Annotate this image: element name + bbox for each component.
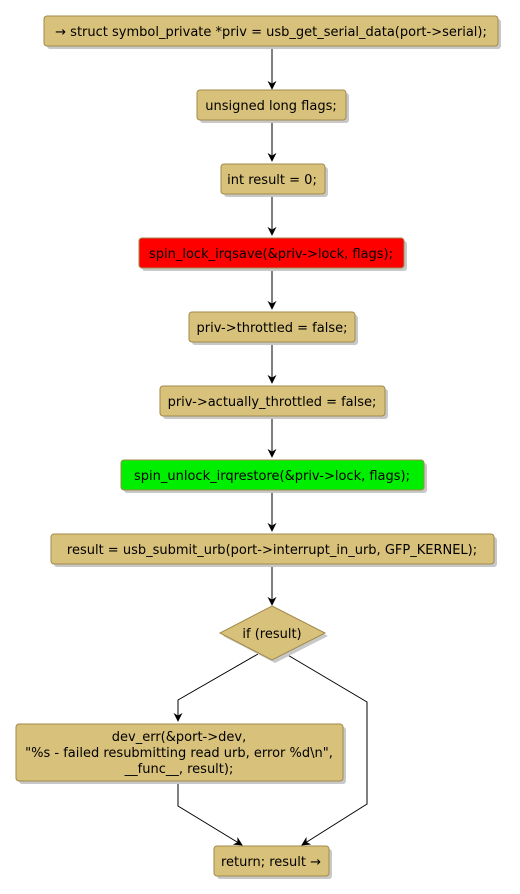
node-n11: return; result → xyxy=(213,845,332,879)
node-n1-label: → struct symbol_private *priv = usb_get_… xyxy=(55,25,487,40)
node-n3-label: int result = 0; xyxy=(227,173,317,188)
node-n2: unsigned long flags; xyxy=(196,89,349,123)
edge-n9-n11 xyxy=(285,653,368,846)
node-n1: → struct symbol_private *priv = usb_get_… xyxy=(43,15,501,49)
node-n6: priv->actually_throttled = false; xyxy=(159,385,388,419)
node-n9-label: if (result) xyxy=(242,627,301,642)
node-n10: dev_err(&port->dev, "%s - failed resubmi… xyxy=(15,723,346,784)
node-n10-line-3: __func__, result); xyxy=(124,762,234,777)
node-n11-label: return; result → xyxy=(221,855,321,870)
node-n10-line-2: "%s - failed resubmitting read urb, erro… xyxy=(25,746,333,761)
edge-n9-n10 xyxy=(173,653,259,722)
node-n7: spin_unlock_irqrestore(&priv->lock, flag… xyxy=(120,459,427,493)
node-n9-decision: if (result) xyxy=(218,605,328,663)
node-n7-label: spin_unlock_irqrestore(&priv->lock, flag… xyxy=(134,469,410,484)
node-n5: priv->throttled = false; xyxy=(188,311,358,345)
node-n8: result = usb_submit_urb(port->interrupt_… xyxy=(50,533,497,567)
node-n8-label: result = usb_submit_urb(port->interrupt_… xyxy=(67,543,477,558)
node-n4-label: spin_lock_irqsave(&priv->lock, flags); xyxy=(149,247,393,262)
node-n2-label: unsigned long flags; xyxy=(205,99,337,114)
edge-n10-n11 xyxy=(177,780,243,846)
node-n5-label: priv->throttled = false; xyxy=(196,321,347,336)
node-n10-line-1: dev_err(&port->dev, xyxy=(112,730,246,745)
node-n6-label: priv->actually_throttled = false; xyxy=(168,395,377,410)
edges xyxy=(173,46,368,846)
node-n3: int result = 0; xyxy=(220,163,328,197)
node-n4: spin_lock_irqsave(&priv->lock, flags); xyxy=(138,237,407,271)
